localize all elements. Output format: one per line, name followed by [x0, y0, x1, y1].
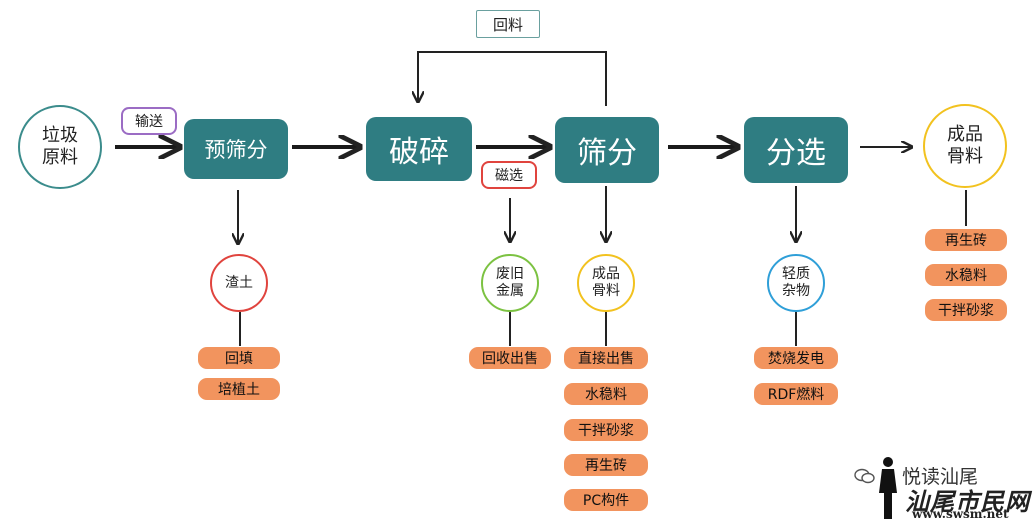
convey-label: 输送 [121, 107, 177, 135]
aggregate-node: 成品 骨料 [577, 254, 635, 312]
output-recycled-brick: 再生砖 [564, 454, 648, 476]
output-pc-component: PC构件 [564, 489, 648, 511]
output-direct-sale: 直接出售 [564, 347, 648, 369]
magnetic-separation-label: 磁选 [481, 161, 537, 189]
screen-box: 筛分 [555, 117, 659, 183]
scrap-metal-node: 废旧 金属 [481, 254, 539, 312]
output-rdf-fuel: RDF燃料 [754, 383, 838, 405]
soil-node: 渣土 [210, 254, 268, 312]
product-aggregate-node: 成品 骨料 [923, 104, 1007, 188]
sort-box: 分选 [744, 117, 848, 183]
return-loop-line [418, 51, 607, 106]
output-dry-mortar: 干拌砂浆 [564, 419, 648, 441]
wechat-account-name: 悦读汕尾 [902, 466, 979, 488]
output-product-mortar: 干拌砂浆 [925, 299, 1007, 321]
wechat-icon [854, 468, 876, 484]
raw-material-node: 垃圾 原料 [18, 105, 102, 189]
output-incineration-power: 焚烧发电 [754, 347, 838, 369]
site-logo: 汕尾市民网 [905, 487, 1030, 516]
site-url: www.swsm.net [912, 507, 1009, 521]
output-backfill: 回填 [198, 347, 280, 369]
output-planting-soil: 培植土 [198, 378, 280, 400]
crush-box: 破碎 [366, 117, 472, 181]
return-label: 回料 [476, 10, 540, 38]
output-recycle-sale: 回收出售 [469, 347, 551, 369]
output-cement-stabilized: 水稳料 [564, 383, 648, 405]
light-debris-node: 轻质 杂物 [767, 254, 825, 312]
output-product-stabilized: 水稳料 [925, 264, 1007, 286]
prescreen-box: 预筛分 [184, 119, 288, 179]
output-product-brick: 再生砖 [925, 229, 1007, 251]
logo-figure-icon [874, 455, 902, 521]
